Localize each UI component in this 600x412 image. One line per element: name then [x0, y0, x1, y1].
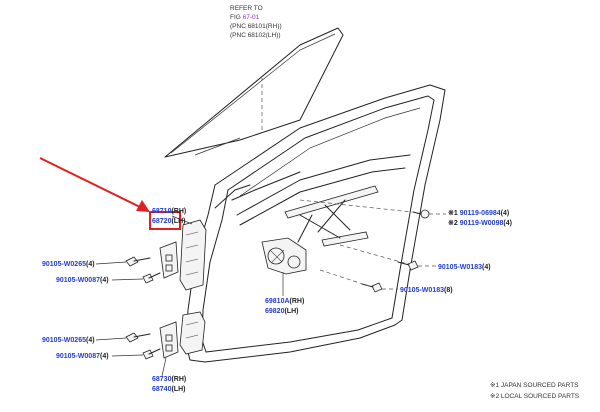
label-bolt-upper-a[interactable]: 90105-W0265(4) [42, 261, 95, 268]
bolt-right-b [361, 282, 383, 293]
door-glass [164, 27, 344, 158]
bolt-lower-b [142, 348, 161, 360]
svg-text:FIG 67-01: FIG 67-01 [230, 14, 260, 21]
hinge-mount-lower [179, 311, 206, 355]
nut-upper-right [412, 209, 430, 219]
callout-arrow-shaft [39, 157, 141, 208]
bolt-upper-a [125, 256, 151, 267]
refer-to-text: REFER TO [230, 5, 263, 12]
callout-arrow-head [136, 200, 150, 212]
label-lower-hinge-rh[interactable]: 68730(RH) [152, 376, 186, 383]
bolt-right-a [397, 260, 419, 271]
bolt-lower-a [125, 332, 151, 343]
lower-hinge [159, 321, 179, 359]
label-bolt-lower-a[interactable]: 90105-W0265(4) [42, 337, 95, 344]
label-bolt-right-a[interactable]: 90105-W0183(4) [438, 264, 491, 271]
refer-pnc-rh: (PNC 68101(RH)) [230, 23, 282, 30]
legend-local: ※2 LOCAL SOURCED PARTS [490, 393, 580, 400]
fastener-bolts [125, 209, 430, 360]
label-bolt-right-b[interactable]: 90105-W0183(8) [400, 287, 453, 294]
hinge-mount-upper [179, 219, 207, 291]
label-regulator-rh[interactable]: 69810A(RH) [265, 298, 304, 305]
label-regulator-lh[interactable]: 69820(LH) [265, 308, 298, 315]
refer-note[interactable]: REFER TO FIG 67-01 (PNC 68101(RH)) (PNC … [230, 5, 282, 39]
door-frame [185, 84, 446, 363]
legend-japan: ※1 JAPAN SOURCED PARTS [490, 382, 579, 389]
callout-arrow [39, 157, 150, 212]
refer-pnc-lh: (PNC 68102(LH)) [230, 32, 281, 39]
bolt-upper-b [142, 272, 161, 284]
label-bolt-upper-b[interactable]: 90105-W0087(4) [56, 277, 109, 284]
label-lower-hinge-lh[interactable]: 68740(LH) [152, 386, 185, 393]
refer-fig-prefix: FIG [230, 14, 243, 21]
label-upper-hinge-lh[interactable]: 68720(LH) [152, 218, 185, 225]
window-regulator [261, 185, 379, 296]
upper-hinge [159, 241, 179, 279]
leader-lines [95, 78, 446, 377]
label-bolt-lower-b[interactable]: 90105-W0087(4) [56, 353, 109, 360]
refer-fig-link: 67-01 [243, 14, 260, 21]
highlight-box [149, 211, 181, 230]
label-upper-hinge-rh[interactable]: 68710(RH) [152, 208, 186, 215]
